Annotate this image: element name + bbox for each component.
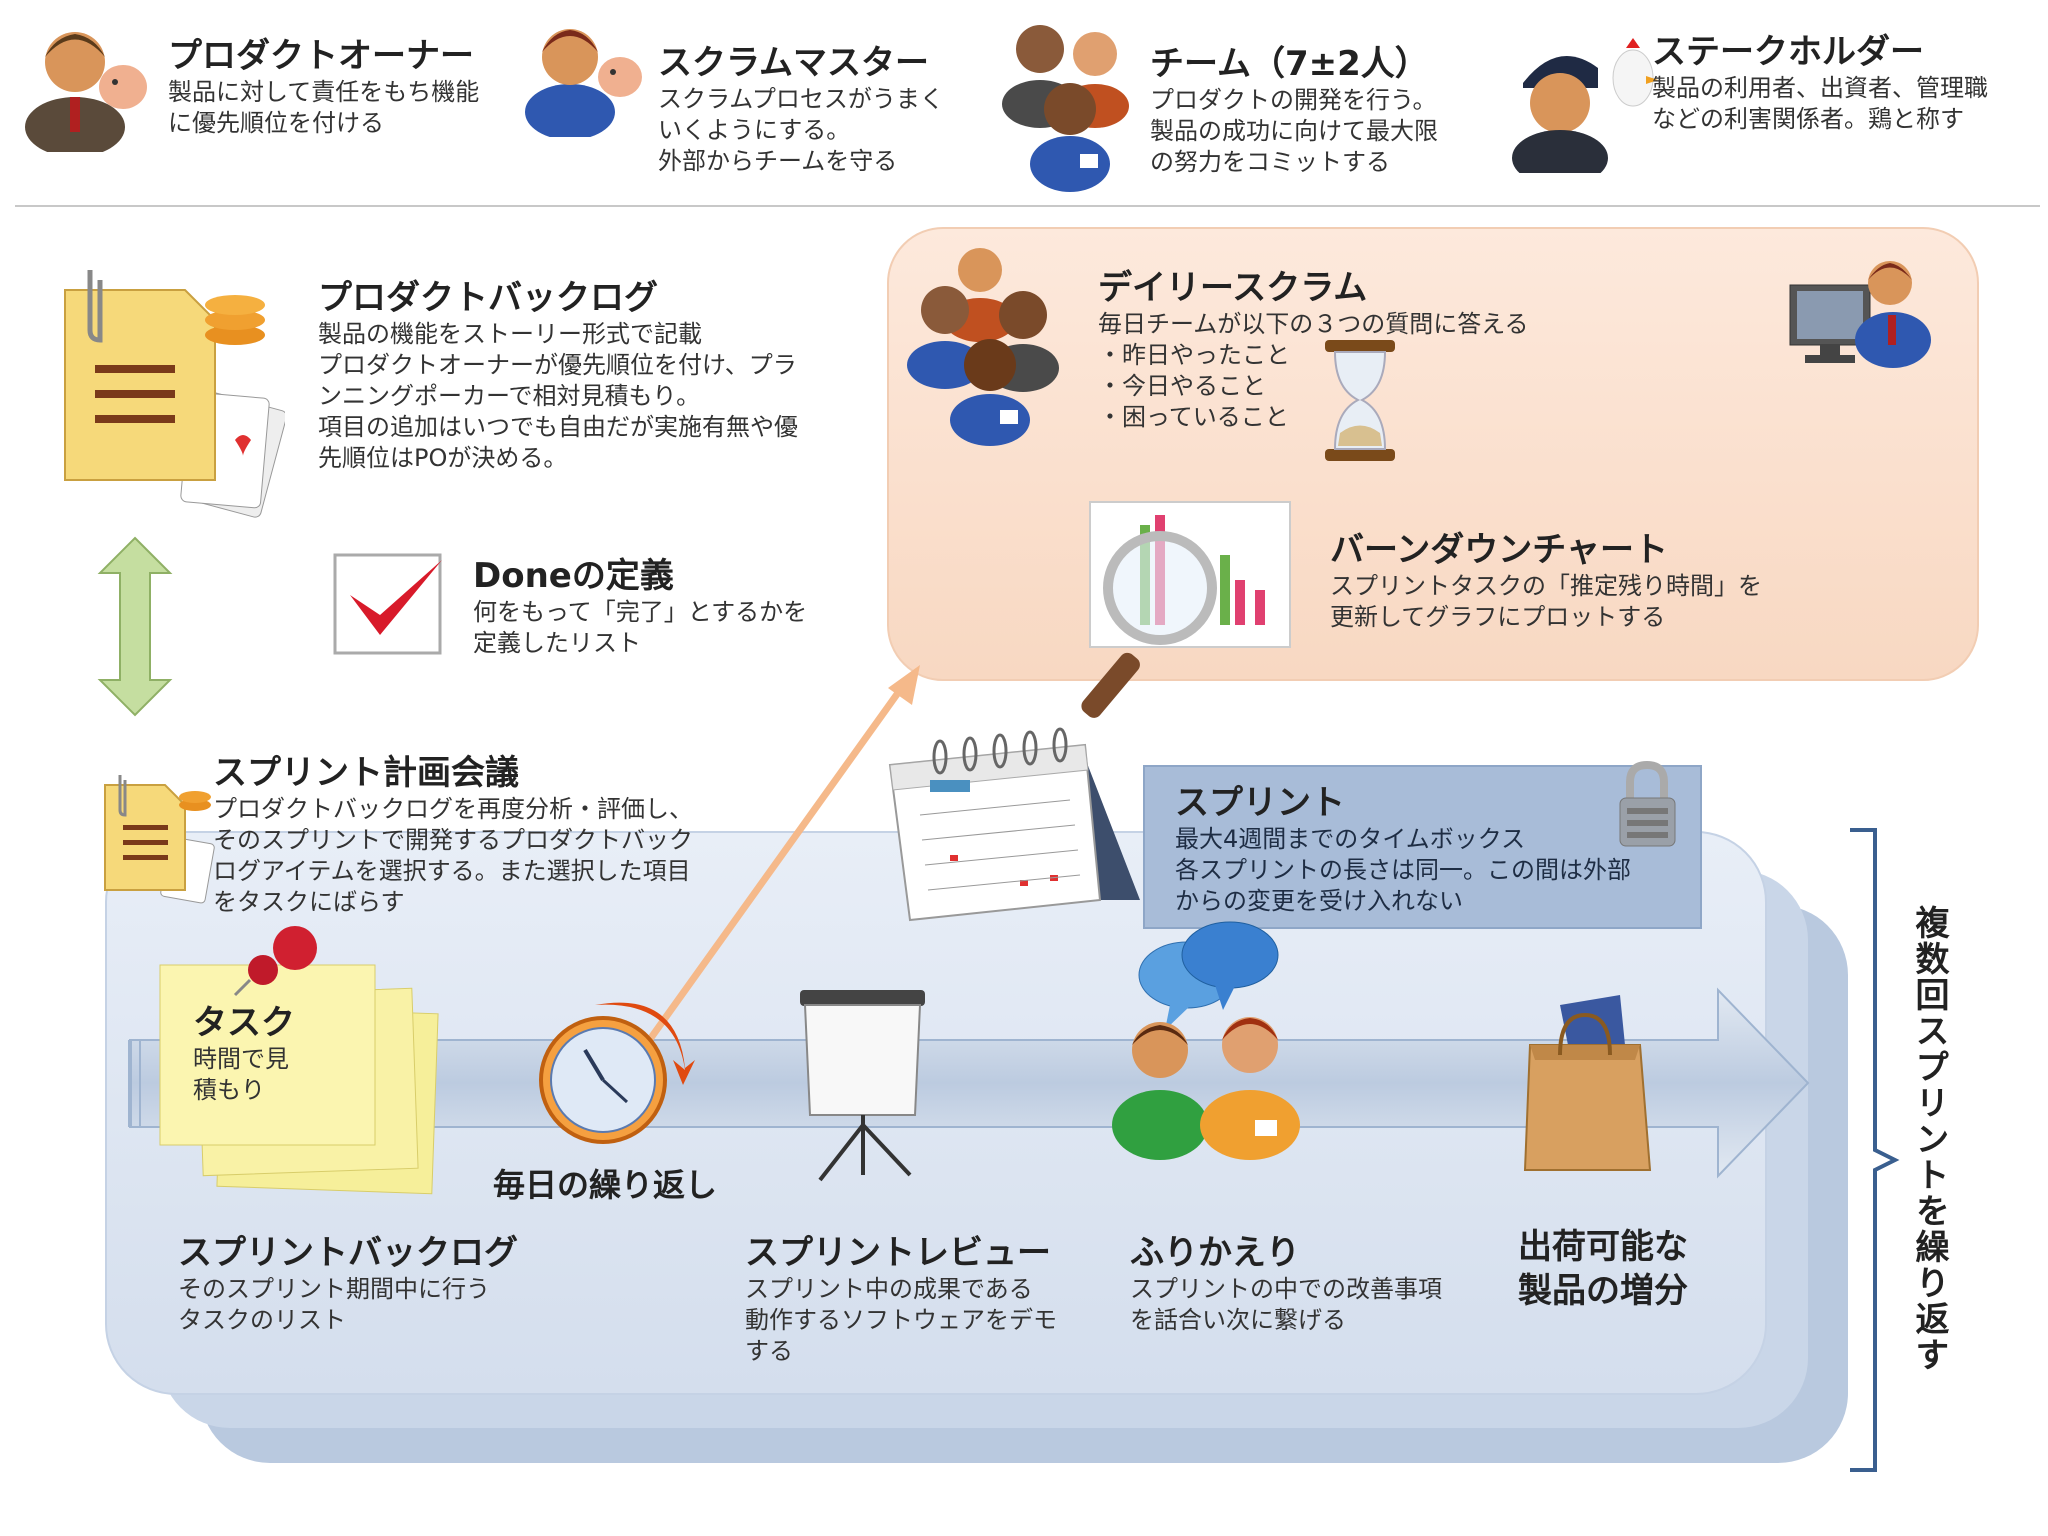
burndown-section: バーンダウンチャート スプリントタスクの「推定残り時間」を 更新してグラフにプロ…: [1330, 522, 1850, 633]
role-title: ステークホルダー: [1652, 32, 1924, 72]
daily-scrum-item: ・今日やること: [1098, 372, 1266, 400]
sprint-review-desc: スプリント中の成果である 動作するソフトウェアをデモ する: [745, 1275, 1057, 1365]
task-section: タスク 時間で見 積もり: [193, 995, 393, 1106]
product-backlog-title: プロダクトバックログ: [318, 278, 658, 318]
sprint-review-title: スプリントレビュー: [745, 1233, 1051, 1273]
role-team: チーム（7±2人） プロダクトの開発を行う。 製品の成功に向けて最大限 の努力を…: [1150, 36, 1490, 178]
scrum-master-icon: [525, 29, 642, 137]
projector-screen-icon: [800, 990, 925, 1182]
role-title: スクラムマスター: [658, 43, 929, 83]
planning-section: スプリント計画会議 プロダクトバックログを再度分析・評価し、 そのスプリントで開…: [213, 745, 773, 918]
shopping-bag-icon: [1523, 995, 1652, 1171]
role-desc: プロダクトの開発を行う。 製品の成功に向けて最大限 の努力をコミットする: [1150, 86, 1438, 176]
sprint-backlog-desc: そのスプリント期間中に行う タスクのリスト: [178, 1275, 490, 1334]
sprint-box: スプリント 最大4週間までのタイムボックス 各スプリントの長さは同一。この間は外…: [1143, 765, 1702, 929]
role-title: チーム（7±2人）: [1150, 44, 1429, 84]
sprint-title: スプリント: [1175, 783, 1345, 823]
role-title: プロダクトオーナー: [168, 36, 474, 76]
burndown-desc: スプリントタスクの「推定残り時間」を 更新してグラフにプロットする: [1330, 572, 1762, 631]
task-sticky-notes-icon: [159, 926, 439, 1195]
role-stakeholder: ステークホルダー 製品の利用者、出資者、管理職 などの利害関係者。鶏と称す: [1652, 24, 2032, 135]
planning-title: スプリント計画会議: [213, 753, 519, 793]
clock-icon: [539, 1002, 695, 1144]
daily-team-icon: [907, 248, 1059, 446]
product-backlog-desc: 製品の機能をストーリー形式で記載 プロダクトオーナーが優先順位を付け、プラ ンニ…: [318, 320, 798, 472]
done-section: Doneの定義 何をもって「完了」とするかを 定義したリスト: [473, 548, 873, 659]
daily-scrum-item: ・困っていること: [1098, 403, 1289, 431]
repeat-sprints-label: 複数回スプリントを繰り返す: [1909, 905, 1949, 1373]
increment-section: 出荷可能な 製品の増分: [1518, 1225, 1758, 1313]
role-product-owner: プロダクトオーナー 製品に対して責任をもち機能 に優先順位を付ける: [168, 28, 528, 139]
role-desc: 製品に対して責任をもち機能 に優先順位を付ける: [168, 78, 480, 137]
stakeholder-icon: [1512, 38, 1658, 173]
padlock-icon: [1619, 760, 1676, 847]
sprint-desc: 最大4週間までのタイムボックス 各スプリントの長さは同一。この間は外部 からの変…: [1175, 825, 1631, 915]
daily-scrum-section: デイリースクラム 毎日チームが以下の３つの質問に答える ・昨日やったこと ・今日…: [1098, 260, 1658, 433]
stakeholder-computer-icon: [1789, 261, 1931, 368]
planning-document-icon: [104, 775, 215, 904]
retrospective-section: ふりかえり スプリントの中での改善事項 を話合い次に繋げる: [1130, 1225, 1490, 1336]
hourglass-icon: [1325, 340, 1395, 461]
product-backlog-section: プロダクトバックログ 製品の機能をストーリー形式で記載 プロダクトオーナーが優先…: [318, 270, 858, 474]
retrospective-desc: スプリントの中での改善事項 を話合い次に繋げる: [1130, 1275, 1442, 1334]
retrospective-icon: [1112, 921, 1300, 1160]
team-icon: [1002, 25, 1129, 192]
role-desc: スクラムプロセスがうまく いくようにする。 外部からチームを守る: [658, 85, 944, 175]
retrospective-title: ふりかえり: [1130, 1233, 1300, 1273]
task-desc: 時間で見 積もり: [193, 1045, 289, 1104]
daily-scrum-item: ・昨日やったこと: [1098, 341, 1290, 369]
sprint-backlog-section: スプリントバックログ そのスプリント期間中に行う タスクのリスト: [178, 1225, 598, 1336]
role-desc: 製品の利用者、出資者、管理職 などの利害関係者。鶏と称す: [1652, 74, 1988, 133]
role-scrum-master: スクラムマスター スクラムプロセスがうまく いくようにする。 外部からチームを守…: [658, 35, 998, 177]
planning-desc: プロダクトバックログを再度分析・評価し、 そのスプリントで開発するプロダクトバッ…: [213, 795, 693, 916]
backlog-document-icon: [64, 270, 285, 518]
burndown-title: バーンダウンチャート: [1330, 530, 1668, 570]
daily-repeat-label-wrap: 毎日の繰り返し: [493, 1160, 753, 1206]
daily-scrum-desc: 毎日チームが以下の３つの質問に答える: [1098, 310, 1529, 338]
sprint-backlog-title: スプリントバックログ: [178, 1233, 518, 1273]
burndown-magnifier-icon: [1081, 501, 1291, 718]
done-desc: 何をもって「完了」とするかを 定義したリスト: [473, 598, 808, 657]
increment-title: 出荷可能な 製品の増分: [1518, 1227, 1688, 1311]
done-title: Doneの定義: [473, 556, 674, 596]
checkbox-check-icon: [333, 553, 442, 655]
daily-scrum-title: デイリースクラム: [1098, 268, 1368, 308]
daily-repeat-label: 毎日の繰り返し: [493, 1166, 718, 1204]
calendar-icon: [888, 727, 1140, 922]
product-owner-icon: [25, 32, 147, 152]
task-title: タスク: [193, 1003, 295, 1043]
sprint-review-section: スプリントレビュー スプリント中の成果である 動作するソフトウェアをデモ する: [745, 1225, 1105, 1367]
